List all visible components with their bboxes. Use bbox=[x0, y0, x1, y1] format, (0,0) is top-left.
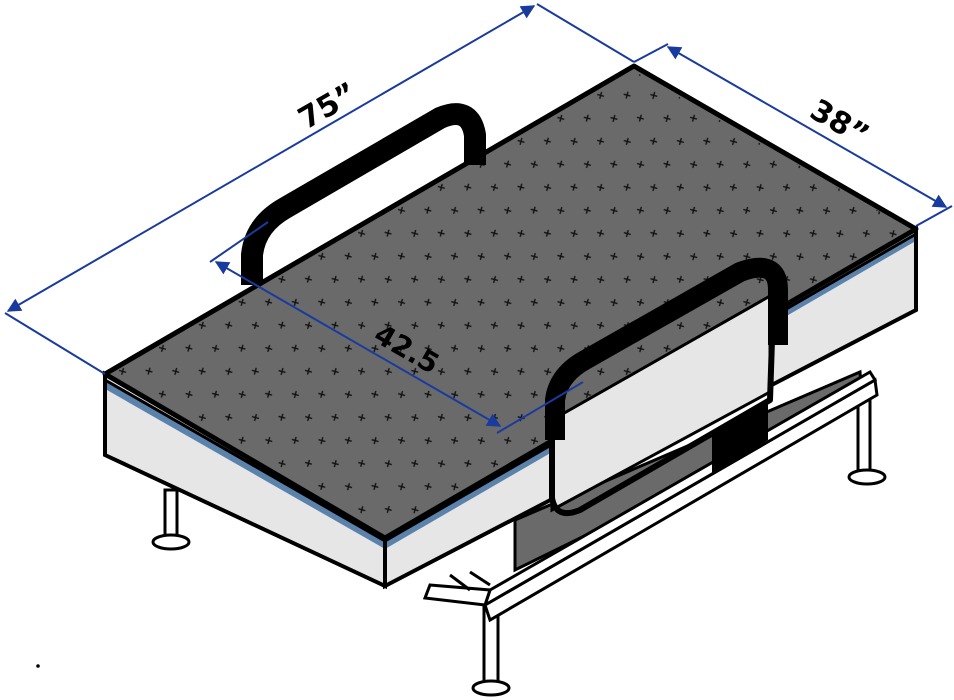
leg-back-right bbox=[847, 393, 887, 486]
side-rail-front bbox=[545, 257, 788, 516]
length-label: 75” bbox=[293, 76, 364, 137]
rail-bracket bbox=[712, 400, 768, 475]
dot-mark bbox=[36, 664, 40, 668]
bed-base-frame bbox=[151, 369, 887, 697]
mattress bbox=[102, 63, 919, 590]
leg-front-left bbox=[151, 488, 191, 551]
frame-rail-short bbox=[422, 583, 493, 607]
